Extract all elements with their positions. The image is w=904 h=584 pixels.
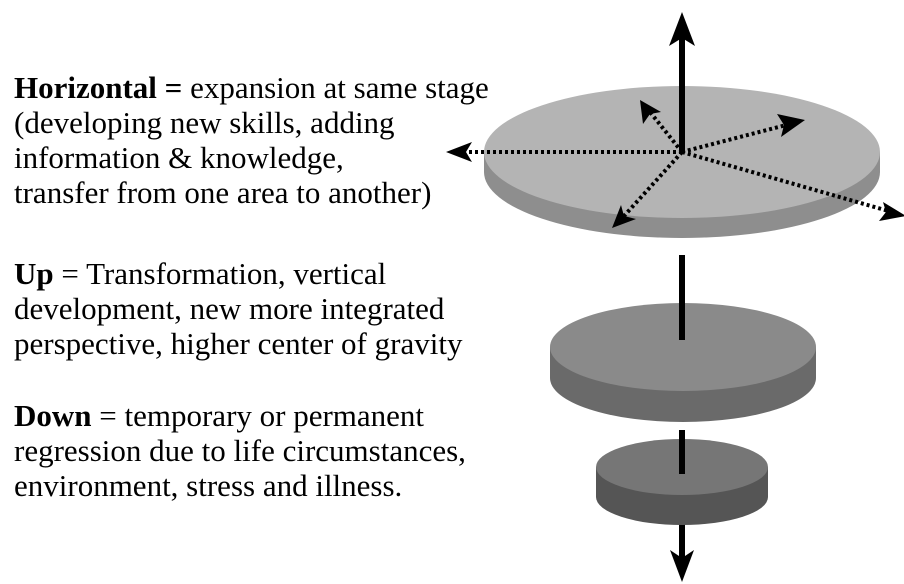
up-text-2: development, new more integrated — [14, 291, 445, 326]
up-term: Up — [14, 256, 54, 291]
arrowhead-lower-left — [612, 205, 636, 228]
down-text-3: environment, stress and illness. — [14, 468, 403, 503]
horizontal-separator: = — [156, 70, 191, 105]
horizontal-line-1: Horizontal = expansion at same stage — [14, 70, 489, 105]
arrowhead-upper-right — [777, 114, 805, 137]
up-arrow-head — [669, 12, 695, 46]
horizontal-description: Horizontal = expansion at same stage (de… — [14, 70, 489, 210]
up-separator: = — [53, 256, 87, 291]
up-text-3: perspective, higher center of gravity — [14, 326, 463, 361]
horizontal-text-1: expansion at same stage — [190, 70, 489, 105]
down-line-1: Down = temporary or permanent — [14, 398, 466, 433]
horizontal-text-3: information & knowledge, — [14, 140, 344, 175]
arrowhead-right-long — [879, 202, 904, 221]
horizontal-term: Horizontal — [14, 70, 157, 105]
down-description: Down = temporary or permanent regression… — [14, 398, 466, 503]
medium-disc — [550, 303, 816, 422]
down-text-2: regression due to life circumstances, — [14, 433, 466, 468]
up-line-1: Up = Transformation, vertical — [14, 256, 462, 291]
down-text-1: temporary or permanent — [124, 398, 425, 433]
horizontal-arrowheads — [446, 100, 904, 228]
horizontal-text-2: (developing new skills, adding — [14, 105, 395, 140]
down-term: Down — [14, 398, 92, 433]
arrowhead-upper-left — [640, 100, 661, 124]
arrow-upper-right — [681, 122, 791, 154]
down-arrow-head — [670, 550, 694, 582]
arrow-upper-left — [648, 110, 684, 154]
up-text-1: Transformation, vertical — [86, 256, 387, 291]
horizontal-text-4: transfer from one area to another) — [14, 175, 432, 210]
horizontal-arrows — [462, 110, 893, 218]
arrow-lower-left — [622, 150, 684, 218]
arrowhead-left — [446, 142, 472, 162]
medium-disc-top — [550, 303, 816, 391]
up-description: Up = Transformation, vertical developmen… — [14, 256, 462, 361]
down-separator: = — [91, 398, 125, 433]
arrow-right-long — [681, 150, 893, 214]
